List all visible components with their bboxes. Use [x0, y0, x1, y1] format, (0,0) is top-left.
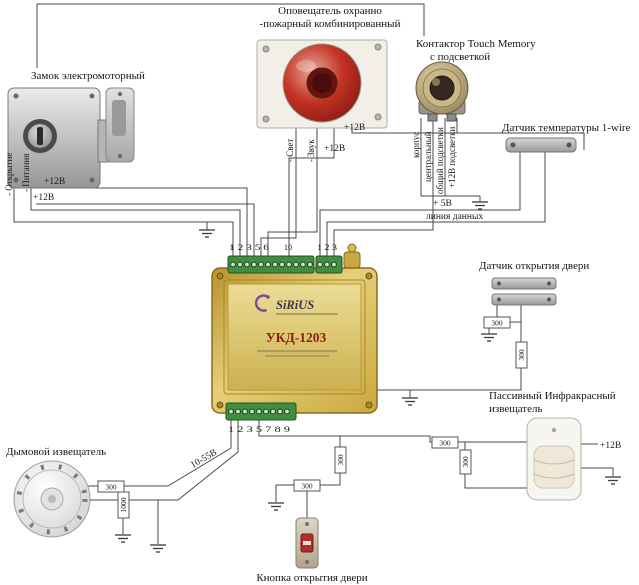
antenna-icon	[343, 251, 361, 269]
ground-icon	[198, 229, 216, 238]
ground-icon	[604, 476, 622, 485]
wire-label-lock-12v-b: +12В	[33, 193, 54, 203]
terminal-strip-top	[227, 255, 315, 274]
ground-icon	[480, 333, 498, 342]
wire-label-siren-light: - Свет	[285, 139, 295, 162]
resistor-smoke-series: 300	[97, 480, 125, 493]
ground-icon	[471, 201, 489, 210]
terminal-strip-bottom	[225, 402, 297, 421]
resistor-value: 300	[301, 482, 313, 491]
smoke-detector-device	[13, 460, 91, 538]
ground-icon	[114, 534, 132, 543]
resistor-pir-series: 300	[431, 436, 459, 449]
temp-sensor-device	[505, 137, 577, 153]
siren-label-line1: Оповещатель охранно	[278, 5, 382, 17]
keyhole-icon	[23, 119, 57, 153]
door-button-device	[295, 517, 319, 569]
wire	[124, 420, 232, 487]
touch-memory-label-line2: с подсветкой	[430, 51, 490, 63]
ground-icon	[401, 397, 419, 406]
terminal-numbers-top-left: 1 2 3 5 6	[229, 243, 269, 252]
wire	[333, 118, 434, 256]
wire-label-siren-12v-a: +12В	[344, 123, 365, 133]
wire-label-lock-12v-a: +12В	[44, 177, 65, 187]
brand-text: SiRiUS	[276, 298, 314, 312]
resistor-pir-eol: 300	[459, 449, 472, 475]
wire-label-temp-5v: + 5В	[433, 199, 452, 209]
resistor-value: 300	[517, 349, 526, 361]
door-sensor-label: Датчик открытия двери	[479, 260, 589, 272]
resistor-value: 300	[439, 439, 451, 448]
wire-label-siren-sound: - Звук	[306, 139, 316, 162]
terminal-numbers-bottom: 1 2 3 5 7 8 9	[228, 425, 290, 434]
wire	[288, 128, 335, 256]
wire	[377, 368, 522, 391]
wire	[258, 420, 432, 443]
wire	[581, 467, 614, 476]
siren-label-line2: -пожарный комбинированный	[260, 18, 401, 30]
wire	[48, 187, 248, 256]
wire-label-siren-12v-b: +12В	[324, 144, 345, 154]
ground-icon	[267, 502, 285, 511]
wire	[260, 128, 297, 256]
siren-device	[256, 39, 388, 129]
controller-unit: SiRiUS УКД-1203	[211, 243, 378, 414]
resistor-button-series: 300	[293, 479, 321, 492]
resistor-value: 1000	[119, 497, 128, 512]
wire	[464, 474, 527, 489]
pir-label-line1: Пассивный Инфракрасный	[489, 390, 616, 402]
wire-label-tm-backlight-common: общий подсветки	[435, 127, 445, 194]
wire-label-tm-center: центральный	[423, 131, 433, 182]
resistor-value: 300	[461, 456, 470, 468]
wire-label-lock-power: - Питания	[21, 154, 31, 192]
wire-label-tm-backlight-12v: +12В подсветки	[447, 127, 457, 188]
terminal-number-10: 10	[284, 243, 292, 252]
wire	[267, 128, 318, 256]
model-text: УКД-1203	[266, 330, 327, 345]
terminal-numbers-top-right: 1 2 3	[317, 243, 337, 252]
wire	[13, 186, 234, 256]
wire	[36, 203, 255, 256]
wire-label-lock-open: - Открытие	[4, 153, 14, 196]
lock-device	[7, 87, 135, 189]
wire-label-tm-body: корпус	[411, 132, 421, 158]
resistor-value: 300	[336, 454, 345, 466]
wire	[319, 152, 521, 256]
pir-label-line2: извещатель	[489, 403, 543, 415]
wire	[420, 118, 480, 197]
wire-label-supply-range: 10-55В	[189, 448, 219, 471]
wire	[320, 473, 341, 486]
wire	[90, 420, 239, 501]
door-sensor-device	[491, 277, 557, 306]
lock-label: Замок электромоторный	[31, 70, 145, 82]
wires	[13, 3, 614, 544]
wire	[36, 3, 425, 68]
wire	[351, 128, 585, 150]
wire-label-temp-data: линия данных	[426, 212, 483, 222]
resistor-value: 300	[105, 483, 117, 492]
touch-memory-label-line1: Контактор Touch Memory	[416, 38, 536, 50]
wire-label-pir-12v: +12В	[600, 441, 621, 451]
resistor-value: 300	[491, 319, 503, 328]
resistor-smoke-parallel: 1000	[117, 491, 130, 519]
resistor-door-eol: 300	[515, 341, 528, 369]
wire	[30, 186, 241, 256]
door-button-label: Кнопка открытия двери	[256, 572, 367, 584]
temp-sensor-label: Датчик температуры 1-wire	[502, 122, 631, 134]
touch-memory-device	[415, 61, 469, 122]
ground-icon	[149, 544, 167, 553]
smoke-detector-label: Дымовой извещатель	[6, 446, 106, 458]
wire	[326, 152, 546, 256]
resistor-door-series: 300	[483, 316, 511, 329]
pir-device	[526, 417, 582, 501]
terminal-strip-top-right	[315, 255, 343, 274]
resistor-button-eol: 300	[334, 446, 347, 474]
wire	[275, 484, 294, 502]
sirius-logo: SiRiUS	[254, 294, 338, 315]
